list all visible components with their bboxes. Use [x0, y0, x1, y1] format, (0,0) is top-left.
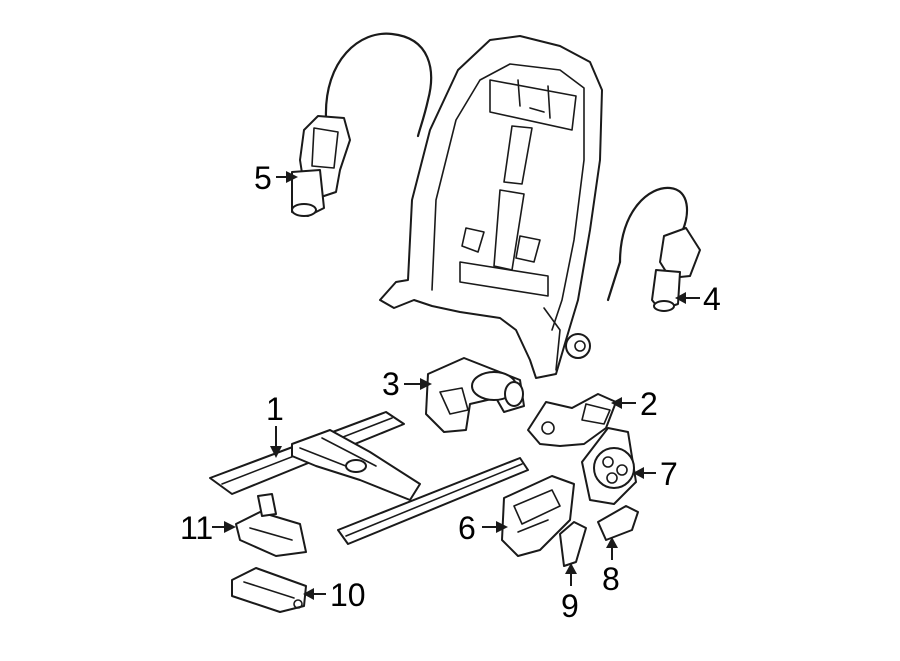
callout-6: 6: [458, 510, 476, 546]
callout-leaders: [212, 171, 700, 600]
callout-1: 1: [266, 391, 284, 427]
callout-5: 5: [254, 160, 272, 196]
callout-2: 2: [640, 386, 658, 422]
callout-numbers: 1 2 3 4 5 6 7 8 9 10 11: [180, 160, 721, 624]
callout-7: 7: [660, 456, 678, 492]
part-10-memory-module: [231, 567, 307, 613]
callout-4: 4: [703, 281, 721, 317]
part-6-seat-module: [501, 475, 575, 557]
part-4-lumbar-motor: [606, 186, 701, 312]
seat-back-frame: [379, 35, 603, 379]
part-1-seat-track: [209, 411, 529, 545]
part-3-height-motor: [425, 357, 525, 433]
part-11-control-module: [235, 493, 307, 557]
part-9-switch-knob: [559, 521, 587, 567]
callout-3: 3: [382, 366, 400, 402]
callout-10: 10: [330, 577, 366, 613]
callout-9: 9: [561, 588, 579, 624]
part-5-recline-motor: [291, 32, 433, 217]
part-2-slide-motor: [527, 393, 617, 447]
callout-8: 8: [602, 561, 620, 597]
part-8-switch-knob: [597, 505, 639, 541]
part-7-seat-switch: [581, 427, 637, 505]
callout-11: 11: [180, 510, 213, 546]
